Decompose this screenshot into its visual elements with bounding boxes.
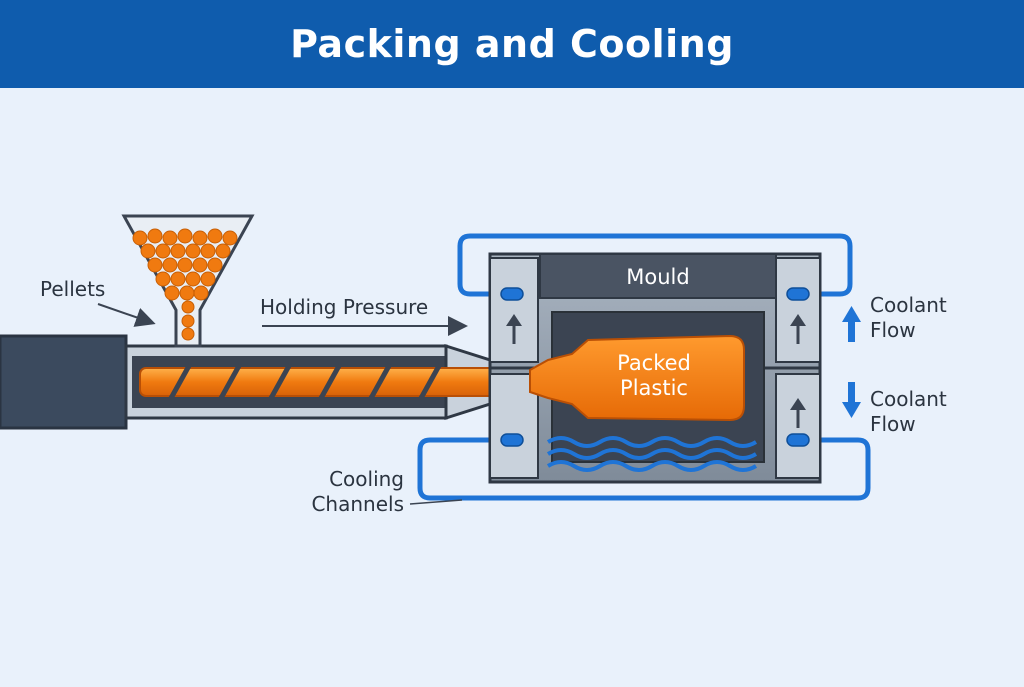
drive-housing [0,334,128,430]
coolant-flow-top-line1: Coolant [870,293,947,317]
block-arrows [506,314,806,428]
title-bar: Packing and Cooling [0,0,1024,88]
coolant-loop-top [457,233,853,297]
pellets-leader [97,303,156,327]
packed-plastic-label-line1: Packed [617,351,691,375]
coolant-flow-bottom-line2: Flow [870,412,916,436]
coolant-waves [546,436,758,472]
coolant-flow-up-arrow [842,306,861,342]
coolant-loop-bottom [417,437,871,501]
diagram-canvas: Pellets Holding Pressure Mould Packed Pl… [0,88,1024,683]
coolant-ports [500,287,810,447]
coolant-flow-down-arrow [842,382,861,418]
packed-plastic-part [529,334,745,422]
pellets-label: Pellets [40,277,105,301]
mould-left-block-bottom [489,373,539,479]
holding-pressure-label: Holding Pressure [260,295,428,319]
mould-left-block-top [489,257,539,363]
coolant-flow-top-line2: Flow [870,318,916,342]
coolant-flow-bottom-line1: Coolant [870,387,947,411]
cooling-channels-leader [409,499,463,505]
injection-moulding-diagram: Pellets Holding Pressure Mould Packed Pl… [0,214,947,516]
cooling-channels-line1: Cooling [329,467,404,491]
cooling-channels-line2: Channels [311,492,404,516]
packed-plastic-label-line2: Plastic [620,376,688,400]
page-title: Packing and Cooling [290,22,734,66]
pellet-cluster [132,228,238,341]
mould-right-block-top [775,257,821,363]
mould-label: Mould [626,265,689,289]
screw-flights [167,362,443,402]
